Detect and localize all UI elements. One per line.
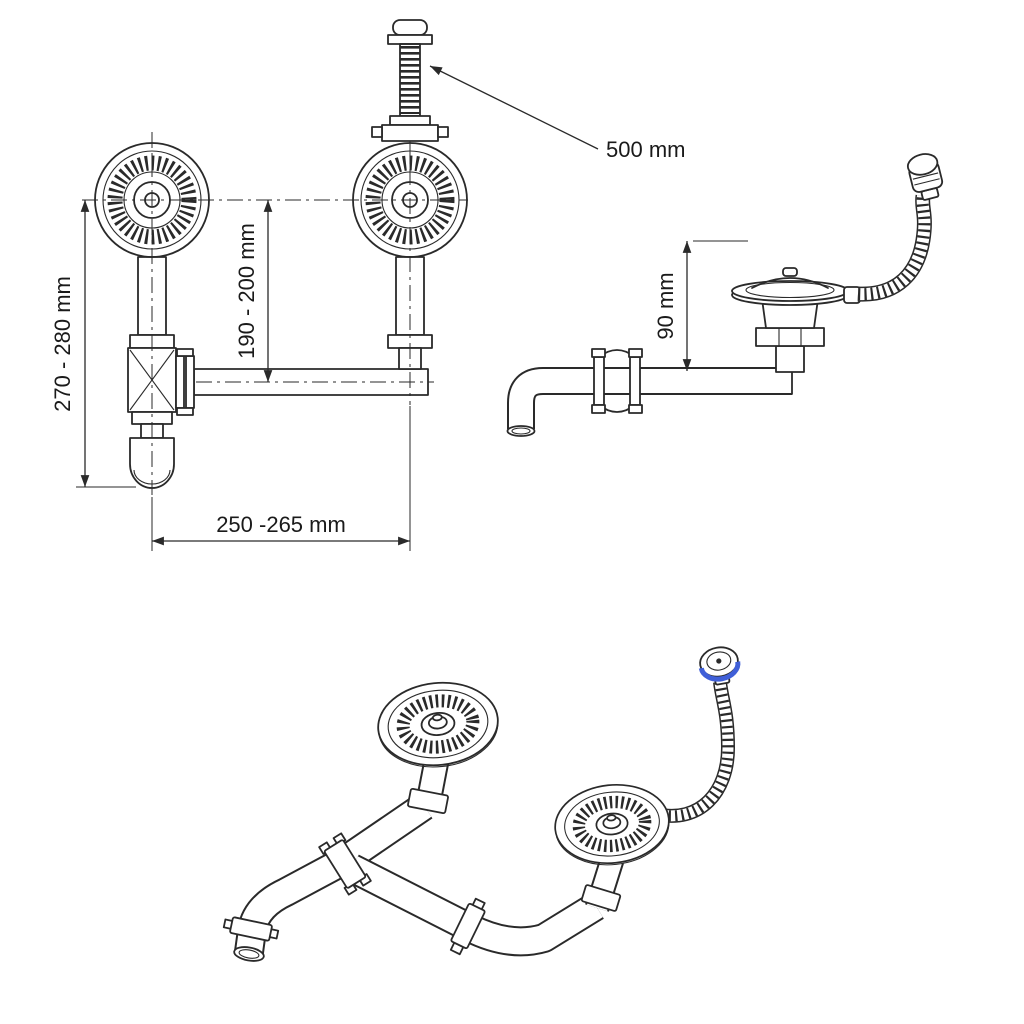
tail-nut-left-3d bbox=[407, 787, 449, 815]
dim-label-overflow-height: 90 mm bbox=[653, 272, 678, 339]
dim-rod-length: 500 mm bbox=[429, 65, 685, 162]
dim-label-mid-height: 190 - 200 mm bbox=[234, 223, 259, 359]
dim-label-width: 250 -265 mm bbox=[216, 512, 346, 537]
spray-head-dome bbox=[906, 153, 939, 176]
threaded-rod bbox=[371, 19, 449, 142]
tee-clamp-3d bbox=[318, 832, 372, 896]
dim-label-rod-length: 500 mm bbox=[606, 137, 685, 162]
union-bolt bbox=[628, 348, 643, 358]
bracket-screw-right bbox=[437, 126, 449, 138]
rod-knob-flange bbox=[387, 34, 433, 45]
rod-knob bbox=[392, 19, 428, 36]
side-pipe bbox=[509, 369, 792, 429]
strainer-tail-side bbox=[775, 345, 805, 373]
dim-width: 250 -265 mm bbox=[151, 406, 411, 551]
rod-washer bbox=[389, 115, 431, 126]
hose-outline bbox=[857, 194, 932, 302]
outlet-open-end-3d bbox=[233, 946, 265, 962]
spray-head-blue-ring bbox=[698, 661, 741, 682]
strainer-3d-right bbox=[551, 779, 673, 870]
pipe-flange-plate bbox=[185, 355, 195, 409]
spray-head-3d bbox=[698, 646, 741, 686]
dim-mid-height: 190 - 200 mm bbox=[234, 200, 273, 382]
union-bolt bbox=[628, 404, 643, 414]
basket-knob bbox=[782, 267, 798, 277]
rod-bracket bbox=[381, 124, 439, 142]
flange-bolt-top bbox=[176, 348, 194, 357]
tailpipe-left bbox=[137, 256, 167, 336]
dim-label-total-height: 270 - 280 mm bbox=[50, 276, 75, 412]
tee-flange-plate bbox=[175, 355, 185, 409]
overflow-fitting bbox=[843, 286, 861, 304]
strainer-3d-left bbox=[374, 677, 502, 773]
bracket-screw-left bbox=[371, 126, 383, 138]
tail-nut-right-3d bbox=[580, 884, 622, 912]
hose-ribs bbox=[857, 195, 931, 301]
drop-clamp-3d bbox=[222, 916, 280, 942]
flange-bolt-bottom bbox=[176, 407, 194, 416]
spray-head-center-dot bbox=[716, 658, 722, 664]
union-bolt bbox=[591, 404, 606, 414]
rod-shaft-outline bbox=[399, 43, 421, 117]
basket-dome bbox=[751, 277, 829, 289]
front-view bbox=[82, 132, 468, 495]
perspective-view bbox=[222, 646, 741, 962]
hose-3d-ribs bbox=[654, 681, 734, 822]
dim-total-height: 270 - 280 mm bbox=[50, 200, 136, 488]
strainer-hex-nut bbox=[755, 327, 825, 347]
branch-clamp-3d bbox=[449, 897, 486, 956]
union-plate-left bbox=[593, 356, 605, 406]
union-bolt bbox=[591, 348, 606, 358]
side-view bbox=[506, 153, 944, 437]
dim-overflow-height: 90 mm bbox=[653, 240, 748, 371]
spray-head-side bbox=[906, 153, 944, 201]
union-plate-right bbox=[629, 356, 641, 406]
